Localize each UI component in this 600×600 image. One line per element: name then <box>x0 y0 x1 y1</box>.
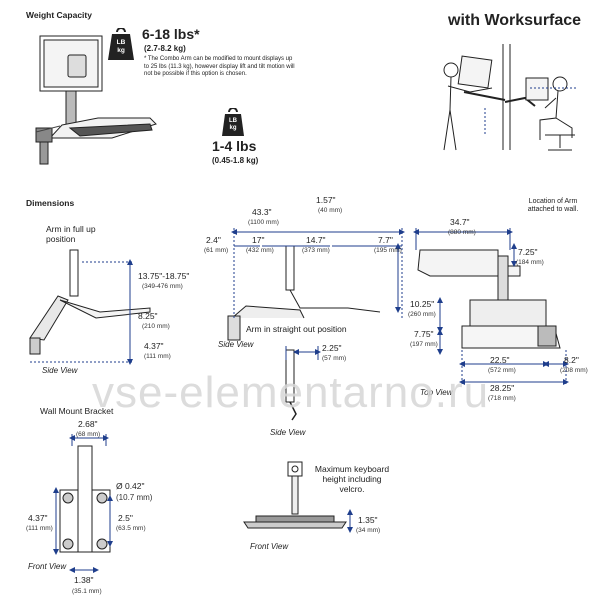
monitor-weight-note: * The Combo Arm can be modified to mount… <box>144 56 295 77</box>
dim-2-4: 2.4" <box>206 235 221 245</box>
dim-4-37-bracket: 4.37" <box>28 513 48 523</box>
top-view-drawing <box>413 228 569 386</box>
weight-icon-lb: LB <box>229 118 237 124</box>
wall-mount-title: Wall Mount Bracket <box>40 406 114 416</box>
side-view-3-drawing <box>285 346 321 421</box>
dim-7-7: 7.7" <box>378 235 393 245</box>
dim-1-57-mm: (40 mm) <box>318 207 343 214</box>
dim-1-38: 1.38" <box>74 575 94 585</box>
product-illustration <box>35 35 157 165</box>
top-view-label: Top View <box>420 388 453 397</box>
dim-1-38-mm: (35.1 mm) <box>72 588 102 595</box>
arm-straight-out-label: Arm in straight out position <box>246 324 347 334</box>
dim-7-25: 7.25" <box>518 247 538 257</box>
dim-17-mm: (432 mm) <box>246 247 274 254</box>
weight-icon-kg: kg <box>117 47 125 54</box>
dim-2-25: 2.25" <box>322 343 342 353</box>
keyboard-weight-metric: (0.45-1.8 kg) <box>212 156 259 165</box>
dim-2-68-mm: (68 mm) <box>76 431 101 438</box>
arm-full-up-label: Arm in full up position <box>46 224 96 244</box>
dim-4-37-mm: (111 mm) <box>144 353 171 360</box>
dim-28-25: 28.25" <box>490 383 515 393</box>
dim-7-75-mm: (197 mm) <box>410 341 438 348</box>
dim-7-7-mm: (195 mm) <box>374 247 402 254</box>
dim-43-3-mm: (1100 mm) <box>248 219 279 226</box>
dim-1-57: 1.57" <box>316 195 336 205</box>
weight-icon-kg: kg <box>229 125 237 131</box>
dim-22-5: 22.5" <box>490 355 510 365</box>
dim-2-68: 2.68" <box>78 419 98 429</box>
weight-icon: LB kg <box>222 108 244 136</box>
dim-8-2-mm: (208 mm) <box>560 367 588 374</box>
watermark-text: vse-elementarno.ru <box>92 368 490 417</box>
wall-mount-drawing <box>53 434 113 573</box>
dim-2-25-mm: (57 mm) <box>322 355 347 362</box>
weight-icon-lb: LB <box>116 39 126 46</box>
dim-43-3: 43.3" <box>252 207 272 217</box>
dim-13-75-mm: (349-476 mm) <box>142 283 183 290</box>
side-view-2-label: Side View <box>218 340 254 349</box>
side-view-1-drawing <box>29 249 151 365</box>
monitor-weight-metric: (2.7-8.2 kg) <box>144 44 186 53</box>
weight-icon: LB kg <box>108 28 134 60</box>
max-keyboard-height-note: Maximum keyboard height including velcro… <box>314 464 390 494</box>
dim-34-7: 34.7" <box>450 217 470 227</box>
dim-4-37-bracket-mm: (111 mm) <box>26 525 53 532</box>
dim-10-25: 10.25" <box>410 299 435 309</box>
worksurface-title: with Worksurface <box>448 12 582 29</box>
keyboard-front-view-label: Front View <box>250 542 289 551</box>
dim-1-35: 1.35" <box>358 515 378 525</box>
dim-7-75: 7.75" <box>414 329 434 339</box>
wall-mount-front-view-label: Front View <box>28 562 67 571</box>
dim-hole: Ø 0.42" <box>116 481 145 491</box>
dim-10-25-mm: (260 mm) <box>408 311 436 318</box>
dim-28-25-mm: (718 mm) <box>488 395 516 402</box>
dim-7-25-mm: (184 mm) <box>516 259 544 266</box>
dim-14-7-mm: (373 mm) <box>302 247 330 254</box>
dim-4-37: 4.37" <box>144 341 164 351</box>
dim-2-5: 2.5" <box>118 513 133 523</box>
dim-2-5-mm: (63.5 mm) <box>116 525 146 532</box>
keyboard-weight-range: 1-4 lbs <box>212 138 257 154</box>
dim-13-75: 13.75"-18.75" <box>138 271 190 281</box>
dim-2-4-mm: (61 mm) <box>204 247 229 254</box>
keyboard-front-drawing <box>243 461 353 533</box>
dim-8-25: 8.25" <box>138 311 158 321</box>
side-view-1-label: Side View <box>42 366 78 375</box>
dimensions-title: Dimensions <box>26 198 75 208</box>
weight-capacity-title: Weight Capacity <box>26 10 92 20</box>
dim-8-2: 8.2" <box>564 355 579 365</box>
side-view-2-drawing <box>227 228 405 341</box>
ergonomic-figures <box>443 44 576 151</box>
dim-17: 17" <box>252 235 265 245</box>
dim-34-7-mm: (880 mm) <box>448 229 476 236</box>
dim-14-7: 14.7" <box>306 235 326 245</box>
dim-22-5-mm: (572 mm) <box>488 367 516 374</box>
dim-1-35-mm: (34 mm) <box>356 527 381 534</box>
dim-hole-mm: (10.7 mm) <box>116 493 153 502</box>
side-view-3-label: Side View <box>270 428 306 437</box>
dim-8-25-mm: (210 mm) <box>142 323 170 330</box>
monitor-weight-range: 6-18 lbs* <box>142 26 200 42</box>
arm-location-note: Location of Arm attached to wall. <box>527 198 579 213</box>
